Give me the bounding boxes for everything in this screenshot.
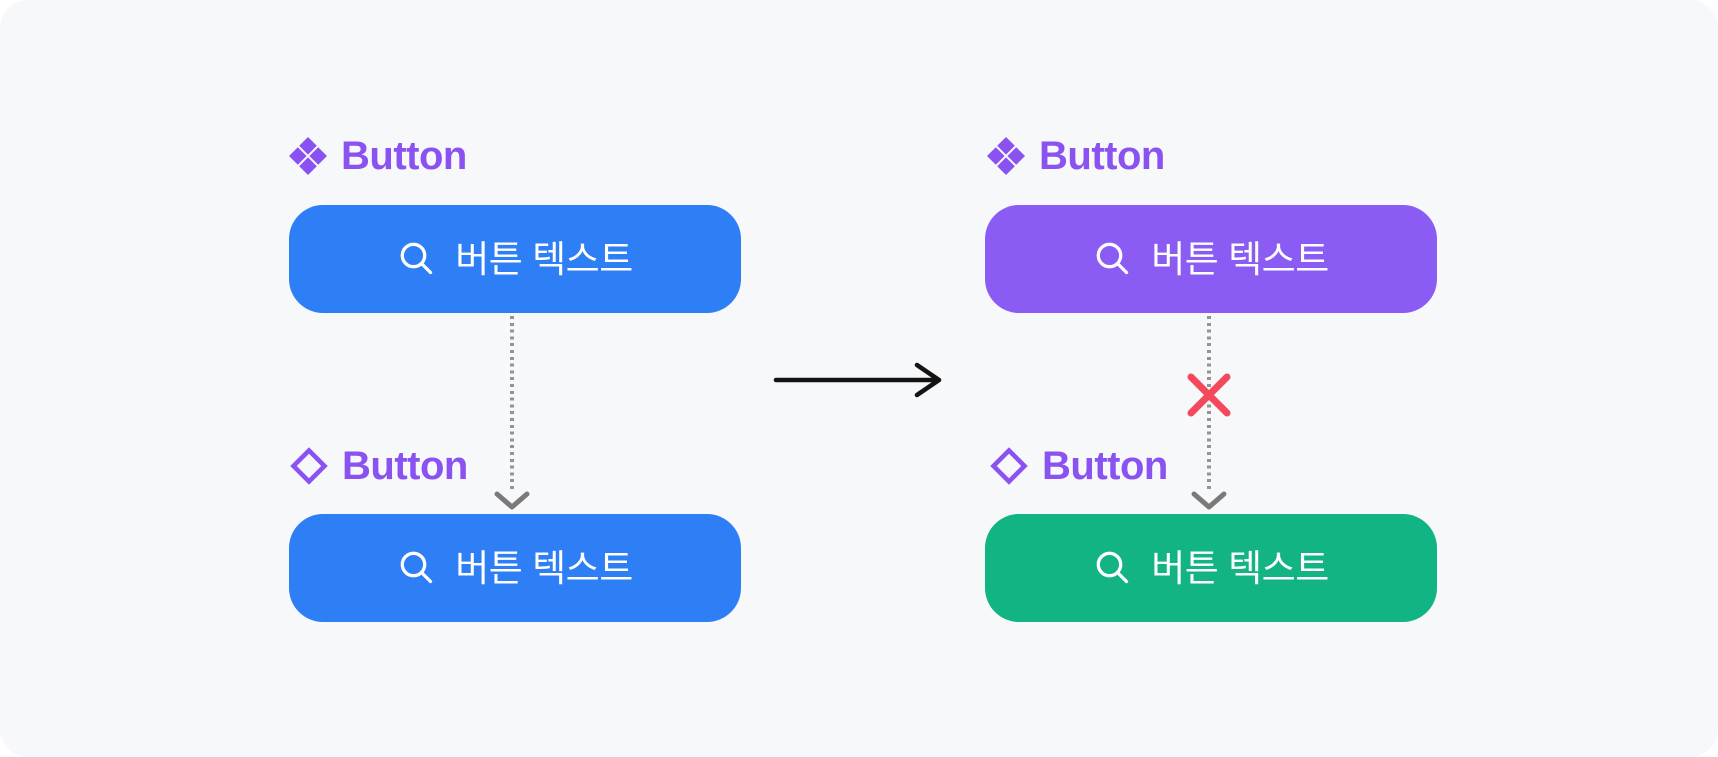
instance-header: Button bbox=[989, 446, 1168, 486]
arrowhead-down-icon bbox=[1191, 491, 1227, 510]
component-label: Button bbox=[1039, 134, 1165, 178]
arrowhead-down-icon bbox=[494, 491, 530, 510]
instance-header: Button bbox=[289, 446, 468, 486]
instance-link-connector bbox=[510, 316, 514, 492]
button-label: 버튼 텍스트 bbox=[1151, 238, 1329, 280]
instance-icon bbox=[990, 447, 1028, 485]
search-icon bbox=[1096, 551, 1129, 584]
component-label: Button bbox=[341, 134, 467, 178]
search-icon bbox=[1096, 242, 1129, 275]
button-instance-before[interactable]: 버튼 텍스트 bbox=[289, 514, 741, 622]
instance-link-connector-broken bbox=[1207, 316, 1211, 492]
button-main-before[interactable]: 버튼 텍스트 bbox=[289, 205, 741, 313]
button-label: 버튼 텍스트 bbox=[455, 238, 633, 280]
right-arrow-icon bbox=[773, 362, 942, 398]
search-icon bbox=[400, 242, 433, 275]
main-component-icon bbox=[987, 137, 1025, 175]
main-component-header: Button bbox=[288, 136, 467, 176]
component-label: Button bbox=[1042, 444, 1168, 488]
main-component-header: Button bbox=[986, 136, 1165, 176]
button-label: 버튼 텍스트 bbox=[1151, 547, 1329, 589]
main-component-icon bbox=[289, 137, 327, 175]
button-label: 버튼 텍스트 bbox=[455, 547, 633, 589]
search-icon bbox=[400, 551, 433, 584]
red-x-icon bbox=[1187, 373, 1231, 417]
instance-icon bbox=[290, 447, 328, 485]
button-main-after[interactable]: 버튼 텍스트 bbox=[985, 205, 1437, 313]
button-instance-after[interactable]: 버튼 텍스트 bbox=[985, 514, 1437, 622]
component-label: Button bbox=[342, 444, 468, 488]
